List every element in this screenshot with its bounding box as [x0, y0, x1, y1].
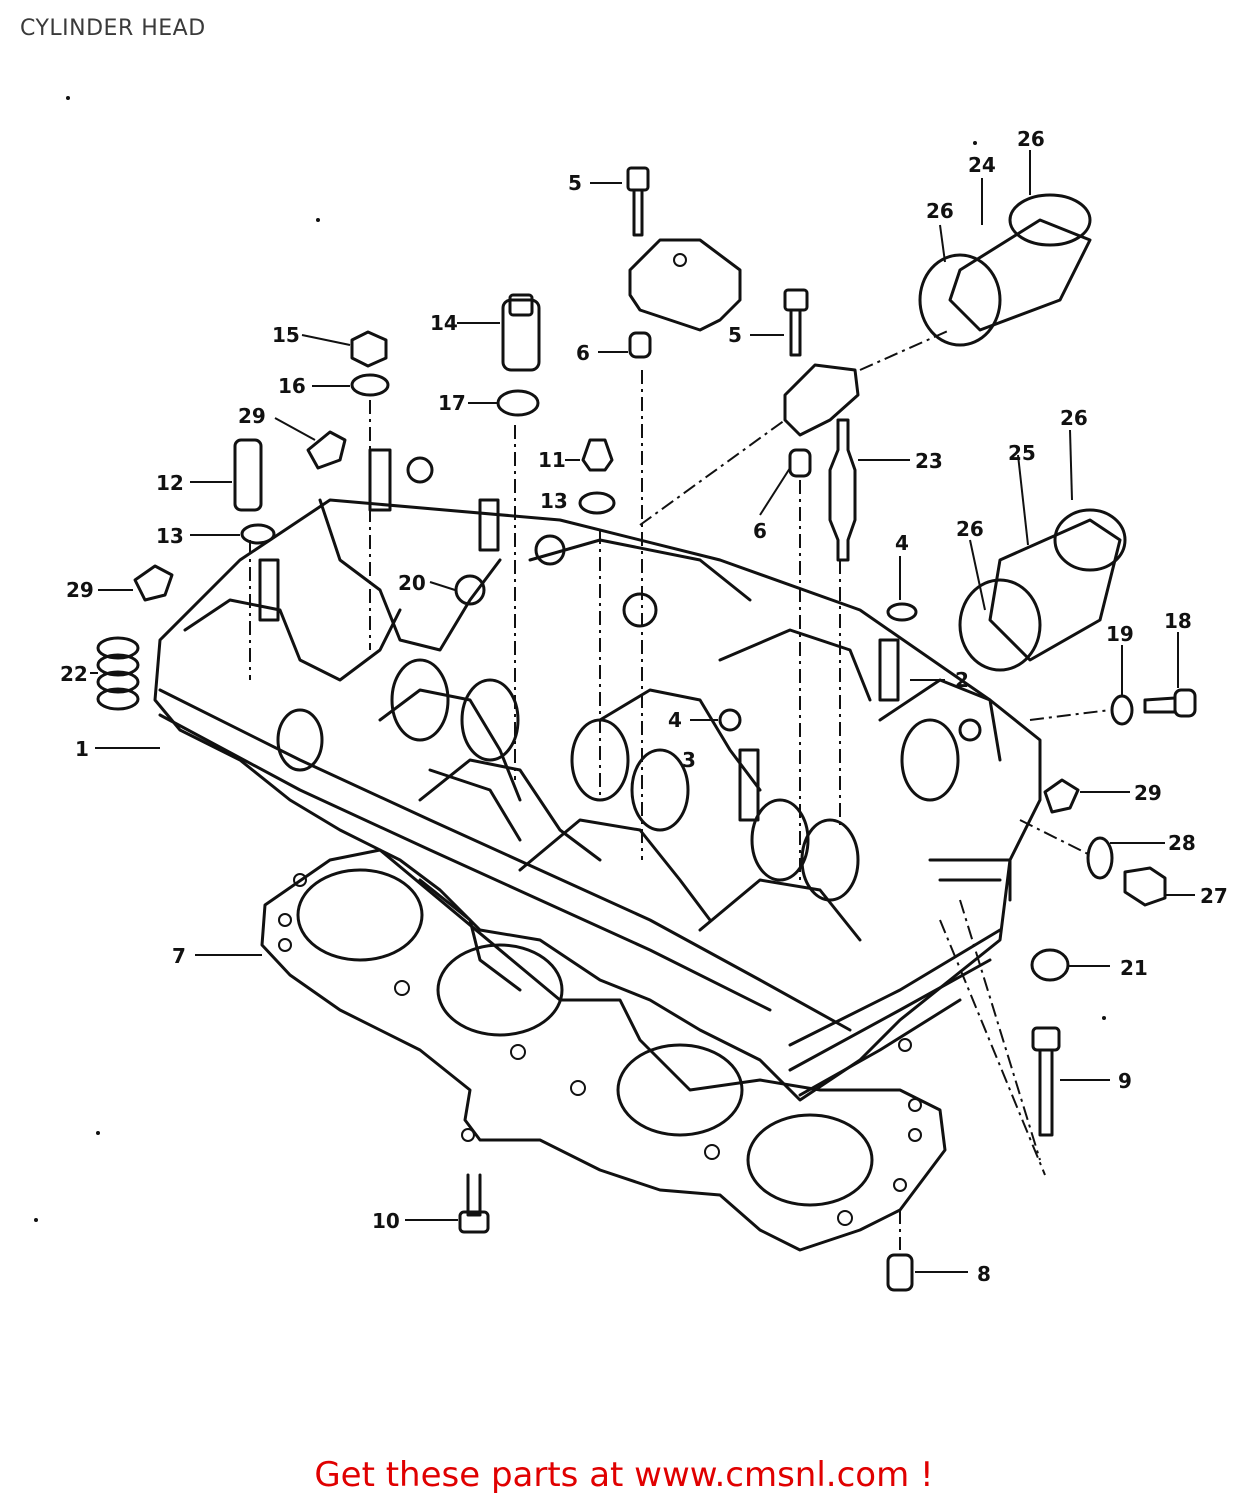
washer-13-left [240, 523, 276, 545]
washer-4 [886, 602, 918, 622]
callout-15: 15 [272, 323, 300, 347]
callout-12: 12 [156, 471, 184, 495]
callout-23: 23 [915, 449, 943, 473]
callout-10: 10 [372, 1209, 400, 1233]
cap-29-upper [306, 430, 347, 470]
washer-13-right [578, 491, 616, 515]
callout-18: 18 [1164, 609, 1192, 633]
spark-plug-23 [828, 418, 857, 562]
callout-22: 22 [60, 662, 88, 686]
callout-26-c: 26 [1060, 406, 1088, 430]
plug-27 [1123, 866, 1167, 907]
callout-21: 21 [1120, 956, 1148, 980]
callout-labels: 1 2 3 4 4 5 5 6 6 7 8 9 10 11 12 13 13 1… [60, 127, 1228, 1286]
washer-16 [350, 373, 390, 397]
bolt-9 [1031, 1026, 1061, 1137]
callout-26-d: 26 [956, 517, 984, 541]
cylinder-head-body [153, 448, 1042, 1102]
dowel-6-upper [628, 331, 652, 359]
callout-11: 11 [538, 448, 566, 472]
dowel-8 [886, 1253, 914, 1292]
leader-lines [90, 150, 1195, 1273]
callout-1: 1 [75, 737, 89, 761]
o-ring-17 [496, 389, 540, 417]
callout-24: 24 [968, 153, 996, 177]
guide-12 [233, 438, 263, 512]
bolt-10 [458, 1173, 490, 1234]
callout-16: 16 [278, 374, 306, 398]
nut-15 [350, 330, 388, 368]
callout-5-lower: 5 [728, 323, 742, 347]
breather-hose-24 [918, 193, 1092, 347]
cap-29-left [133, 564, 174, 602]
breather-hose-25 [958, 508, 1127, 672]
callout-7: 7 [172, 944, 186, 968]
callout-3: 3 [682, 748, 696, 772]
callout-19: 19 [1106, 622, 1134, 646]
callout-17: 17 [438, 391, 466, 415]
callout-25: 25 [1008, 441, 1036, 465]
callout-6-upper: 6 [576, 341, 590, 365]
callout-14: 14 [430, 311, 458, 335]
cap-29-right [1043, 778, 1080, 814]
callout-29-upper: 29 [238, 404, 266, 428]
head-gasket [260, 848, 947, 1252]
washer-19 [1110, 694, 1134, 726]
scan-specks [34, 96, 1106, 1222]
plug-21 [1030, 948, 1070, 982]
callout-28: 28 [1168, 831, 1196, 855]
page-title: CYLINDER HEAD [20, 16, 206, 41]
dowel-6-lower [788, 448, 812, 478]
assembly-lines [249, 329, 1111, 1250]
callout-2: 2 [955, 668, 969, 692]
footer-link-text[interactable]: Get these parts at www.cmsnl.com ! [314, 1455, 934, 1495]
callout-8: 8 [977, 1262, 991, 1286]
callout-13-left: 13 [156, 524, 184, 548]
callout-26-a: 26 [1017, 127, 1045, 151]
callout-6-lower: 6 [753, 519, 767, 543]
callout-4-upper: 4 [895, 531, 909, 555]
callout-27: 27 [1200, 884, 1228, 908]
cam-cap-upper [628, 238, 742, 332]
callout-29-left: 29 [66, 578, 94, 602]
callout-9: 9 [1118, 1069, 1132, 1093]
bolt-5-lower [783, 288, 809, 357]
oil-pipe-14 [501, 293, 541, 372]
spring-22 [96, 636, 140, 711]
callout-5-upper: 5 [568, 171, 582, 195]
callout-20: 20 [398, 571, 426, 595]
cap-11 [581, 438, 614, 472]
bolt-18 [1143, 688, 1197, 718]
callout-4-lower: 4 [668, 708, 682, 732]
bolt-5-upper [626, 166, 650, 237]
cam-cap-lower [783, 363, 860, 437]
callout-13-right: 13 [540, 489, 568, 513]
callout-29-right: 29 [1134, 781, 1162, 805]
gasket-28 [1086, 836, 1114, 880]
callout-26-b: 26 [926, 199, 954, 223]
